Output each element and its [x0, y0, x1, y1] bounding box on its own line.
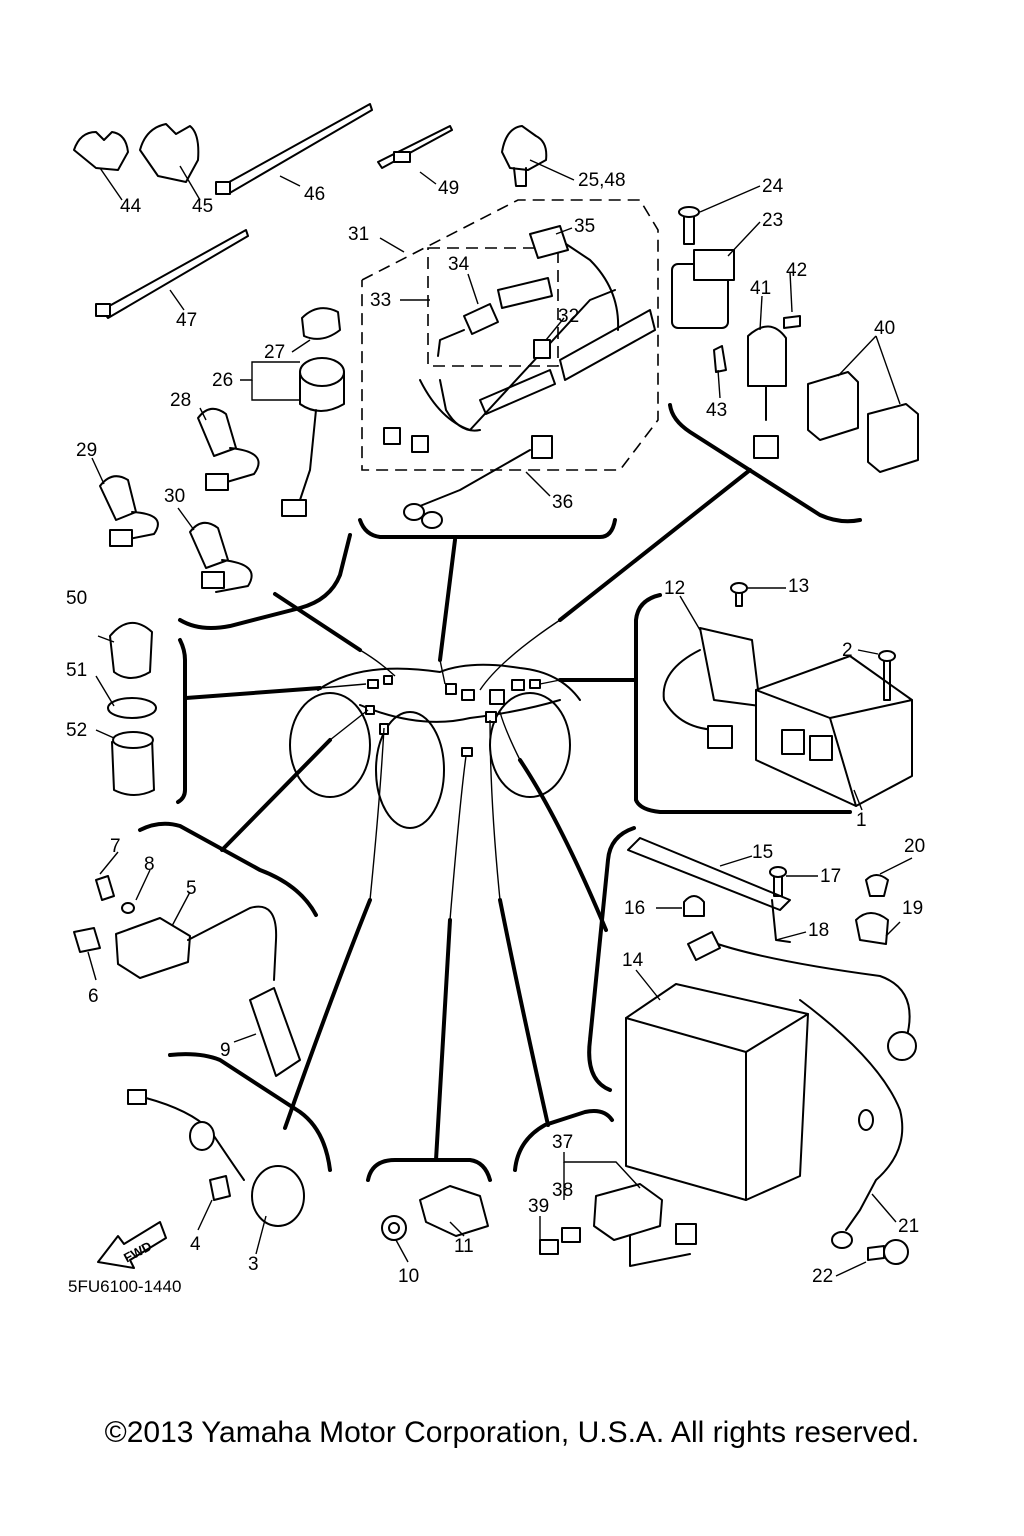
part-label-5: 5	[186, 878, 197, 899]
part-label-9: 9	[220, 1040, 231, 1061]
part-label-33: 33	[370, 290, 391, 311]
part-label-16: 16	[624, 898, 645, 919]
part-label-8: 8	[144, 854, 155, 875]
part-label-32: 32	[558, 306, 579, 327]
part-label-6: 6	[88, 986, 99, 1007]
part-label-21: 21	[898, 1216, 919, 1237]
part-label-24: 24	[762, 176, 784, 197]
part-label-43: 43	[706, 400, 727, 421]
part-label-19: 19	[902, 898, 923, 919]
part-label-14: 14	[622, 950, 644, 971]
part-label-31: 31	[348, 224, 369, 245]
part-label-1: 1	[856, 810, 867, 831]
part-label-7: 7	[110, 836, 121, 857]
part-label-35: 35	[574, 216, 595, 237]
part-label-27: 27	[264, 342, 285, 363]
part-label-36: 36	[552, 492, 573, 513]
part-label-42: 42	[786, 260, 807, 281]
part-label-41: 41	[750, 278, 771, 299]
part-label-37: 37	[552, 1132, 573, 1153]
part-label-38: 38	[552, 1180, 573, 1201]
part-label-15: 15	[752, 842, 773, 863]
part-label-50: 50	[66, 588, 87, 609]
part-label-30: 30	[164, 486, 185, 507]
part-label-23: 23	[762, 210, 783, 231]
part-label-10: 10	[398, 1266, 419, 1287]
part-label-46: 47	[176, 310, 197, 331]
group-brackets	[138, 403, 862, 1182]
part-label-28: 28	[170, 390, 191, 411]
part-label-49: 49	[438, 178, 459, 199]
part-shapes	[73, 103, 919, 1269]
part-label-11: 11	[454, 1236, 474, 1257]
part-label-13: 13	[788, 576, 809, 597]
part-label-40: 40	[874, 318, 895, 339]
part-label-39: 39	[528, 1196, 549, 1217]
part-label-29: 29	[76, 440, 97, 461]
part-label-22: 22	[812, 1266, 833, 1287]
part-label-26: 26	[212, 370, 233, 391]
dashed-group-31	[361, 199, 659, 471]
part-label-18: 18	[808, 920, 829, 941]
part-label-3: 3	[248, 1254, 259, 1275]
part-label-4: 4	[190, 1234, 201, 1255]
parts-diagram: 44 45 46 49 25,48 24 23 31 35 34 33 32 4…	[66, 103, 925, 1296]
fwd-arrow-icon	[97, 1221, 167, 1269]
part-label-20: 20	[904, 836, 925, 857]
part-label-52: 52	[66, 720, 87, 741]
part-labels: 44 45 46 49 25,48 24 23 31 35 34 33 32 4…	[66, 170, 925, 1296]
part-label-44: 44	[120, 196, 142, 217]
part-label-2: 2	[842, 640, 853, 661]
diagram-code: 5FU6100-1440	[68, 1277, 181, 1296]
copyright-notice: ©2013 Yamaha Motor Corporation, U.S.A. A…	[104, 1416, 920, 1449]
part-label-45: 45	[192, 196, 213, 217]
part-label-25-48: 25,48	[578, 170, 626, 191]
part-label-34: 34	[448, 254, 470, 275]
part-label-51: 51	[66, 660, 87, 681]
vehicle-outline	[289, 663, 581, 829]
part-label-17: 17	[820, 866, 841, 887]
part-label-47: 46	[304, 184, 325, 205]
part-label-12: 12	[664, 578, 685, 599]
label-leaders	[87, 159, 913, 1277]
